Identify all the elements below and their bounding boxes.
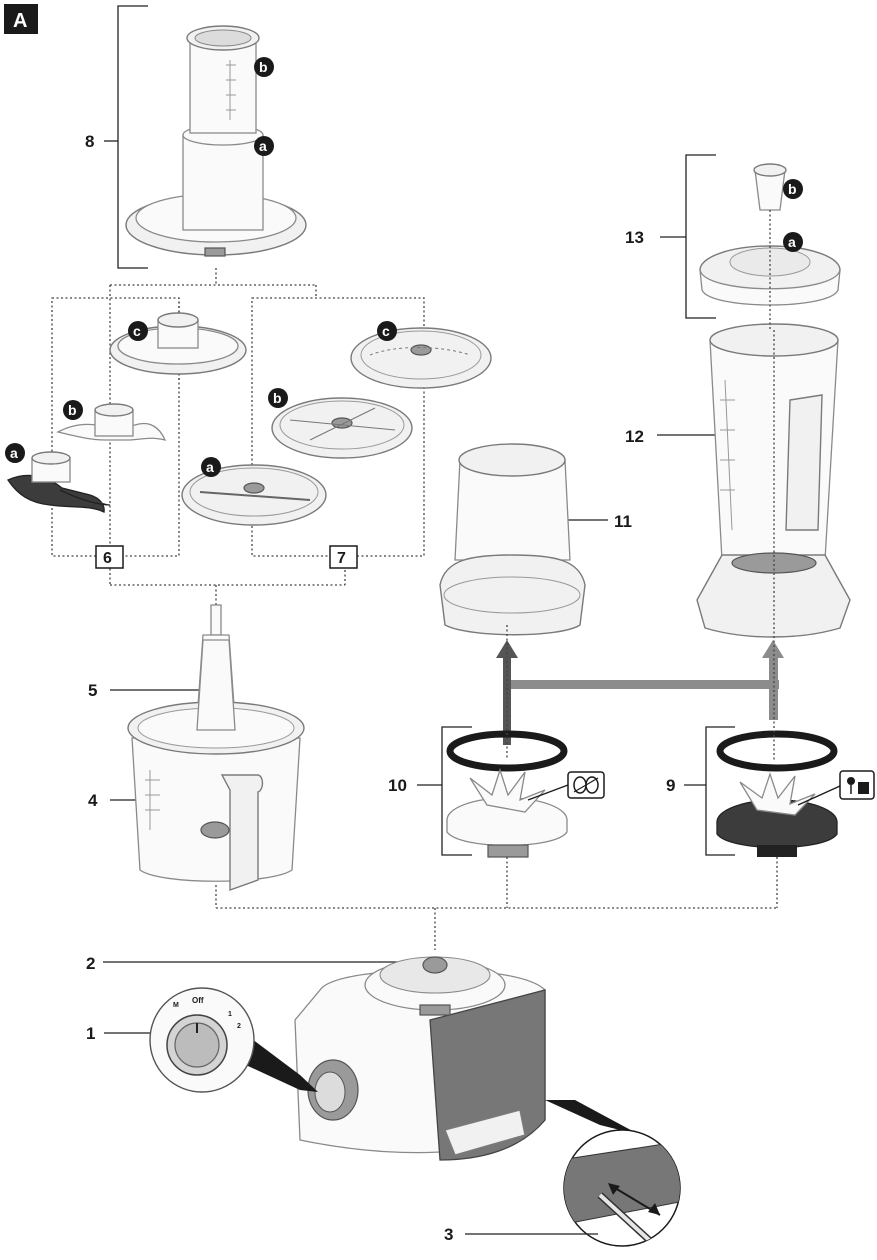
callout-8: 8 (85, 132, 94, 151)
sub-b-8: b (254, 57, 274, 77)
svg-text:c: c (133, 323, 141, 339)
figure-label-text: A (13, 10, 27, 32)
blender-lid-13: 13 b a (625, 154, 841, 319)
callout-1: 1 (86, 1024, 95, 1043)
sub-a-13: a (783, 232, 803, 252)
callout-2: 2 (86, 954, 95, 973)
blade-unit-10: 10 (388, 726, 605, 858)
callout-10: 10 (388, 776, 407, 795)
cord-storage-detail (563, 1129, 681, 1247)
svg-text:a: a (259, 138, 267, 154)
fitting-arrows (496, 640, 784, 745)
knob-off-label: Off (192, 996, 204, 1005)
callout-7: 7 (337, 550, 346, 567)
blender-jug-12: 12 (625, 323, 851, 638)
sub-a-6: a (5, 443, 25, 463)
connection-lines-bottom (215, 210, 778, 950)
callout-11: 11 (614, 512, 632, 531)
callout-12: 12 (625, 427, 644, 446)
ice-crush-symbol-icon (527, 771, 605, 801)
sub-c-6: c (128, 321, 148, 341)
knob-1-label: 1 (228, 1011, 232, 1018)
herb-chop-symbol-icon (797, 770, 875, 806)
svg-text:b: b (259, 59, 268, 75)
disc-group-7: 7 c b a (181, 321, 492, 569)
sub-a-7: a (201, 457, 221, 477)
svg-text:a: a (10, 445, 18, 461)
mixing-bowl-4: 4 (88, 639, 305, 891)
callout-13: 13 (625, 228, 644, 247)
knob-m-label: M (173, 1002, 179, 1009)
mini-chopper-cup-11: 11 (439, 443, 632, 636)
sub-b-13: b (783, 179, 803, 199)
knob-2-label: 2 (237, 1023, 241, 1030)
svg-text:c: c (382, 323, 390, 339)
svg-text:a: a (788, 234, 796, 250)
sub-b-6: b (63, 400, 83, 420)
callout-5: 5 (88, 681, 97, 700)
motor-base: 2 1 Off M 1 2 (86, 954, 681, 1247)
callout-6: 6 (103, 550, 112, 567)
blade-unit-9: 9 (666, 726, 875, 857)
blade-group-6: 6 c b a (5, 312, 247, 569)
callout-4: 4 (88, 791, 98, 810)
speed-selector-knob: Off M 1 2 (149, 987, 255, 1093)
sub-c-7: c (377, 321, 397, 341)
sub-b-7: b (268, 388, 288, 408)
lid-with-pusher-8: 8 b a (85, 5, 307, 269)
svg-text:b: b (788, 181, 797, 197)
callout-9: 9 (666, 776, 675, 795)
figure-label: A (4, 4, 38, 34)
sub-a-8: a (254, 136, 274, 156)
callout-3: 3 (444, 1225, 453, 1244)
svg-text:b: b (273, 390, 282, 406)
svg-text:b: b (68, 402, 77, 418)
svg-text:a: a (206, 459, 214, 475)
